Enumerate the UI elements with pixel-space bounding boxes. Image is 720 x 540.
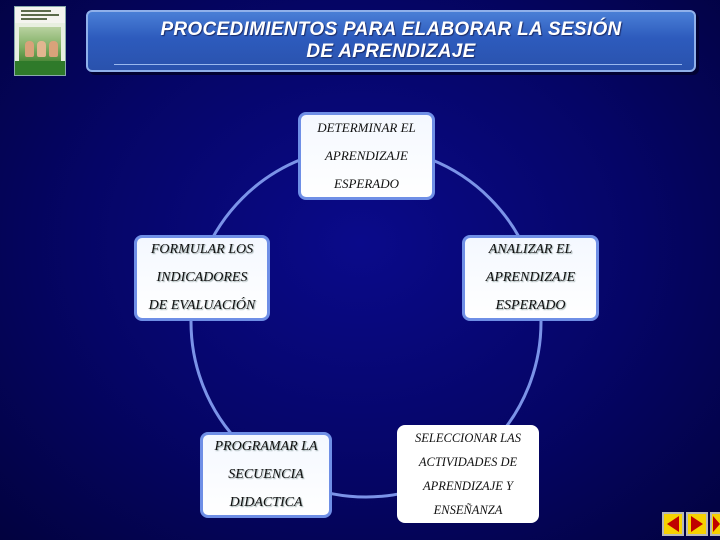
node-text: APRENDIZAJE: [485, 270, 576, 285]
node-text: FORMULAR LOS: [150, 242, 254, 257]
node-text: SECUENCIA: [228, 467, 304, 482]
cover-thumbnail: [14, 6, 66, 76]
title-underline: [114, 64, 682, 65]
node-text: APRENDIZAJE: [324, 148, 409, 163]
page-title-line-1: PROCEDIMIENTOS PARA ELABORAR LA SESIÓN: [160, 19, 622, 40]
node-text: PROGRAMAR LA: [214, 439, 318, 454]
node-programar: PROGRAMAR LA SECUENCIA DIDACTICA: [200, 432, 332, 518]
thumbnail-footer: [15, 61, 65, 75]
node-text: APRENDIZAJE Y: [423, 479, 513, 493]
arrow-right-icon: [691, 516, 703, 532]
thumbnail-photo: [19, 27, 61, 61]
node-text: INDICADORES: [156, 270, 248, 285]
next-button[interactable]: [686, 512, 708, 536]
node-analizar: ANALIZAR EL APRENDIZAJE ESPERADO: [462, 235, 599, 321]
node-text: DETERMINAR EL: [317, 120, 416, 135]
node-text: ENSEÑANZA: [433, 503, 503, 517]
node-seleccionar: SELECCIONAR LAS ACTIVIDADES DE APRENDIZA…: [397, 425, 539, 523]
node-text: ANALIZAR EL: [488, 242, 573, 257]
node-text: ESPERADO: [334, 176, 399, 191]
node-formular: FORMULAR LOS INDICADORES DE EVALUACIÓN: [134, 235, 270, 321]
arrow-left-icon: [667, 516, 679, 532]
node-text: DIDACTICA: [229, 495, 303, 510]
node-text: ACTIVIDADES DE: [418, 455, 518, 469]
node-text: SELECCIONAR LAS: [415, 431, 521, 445]
arrow-right-icon: [713, 516, 720, 532]
page-title: PROCEDIMIENTOS PARA ELABORAR LA SESIÓN D…: [111, 19, 671, 63]
node-text: DE EVALUACIÓN: [148, 298, 256, 313]
page-title-line-2: DE APRENDIZAJE: [306, 41, 476, 62]
node-text: ESPERADO: [495, 298, 566, 313]
previous-button[interactable]: [662, 512, 684, 536]
thumbnail-header: [15, 7, 65, 23]
title-banner: PROCEDIMIENTOS PARA ELABORAR LA SESIÓN D…: [86, 10, 696, 72]
last-button[interactable]: [710, 512, 720, 536]
node-determinar: DETERMINAR EL APRENDIZAJE ESPERADO: [298, 112, 435, 200]
